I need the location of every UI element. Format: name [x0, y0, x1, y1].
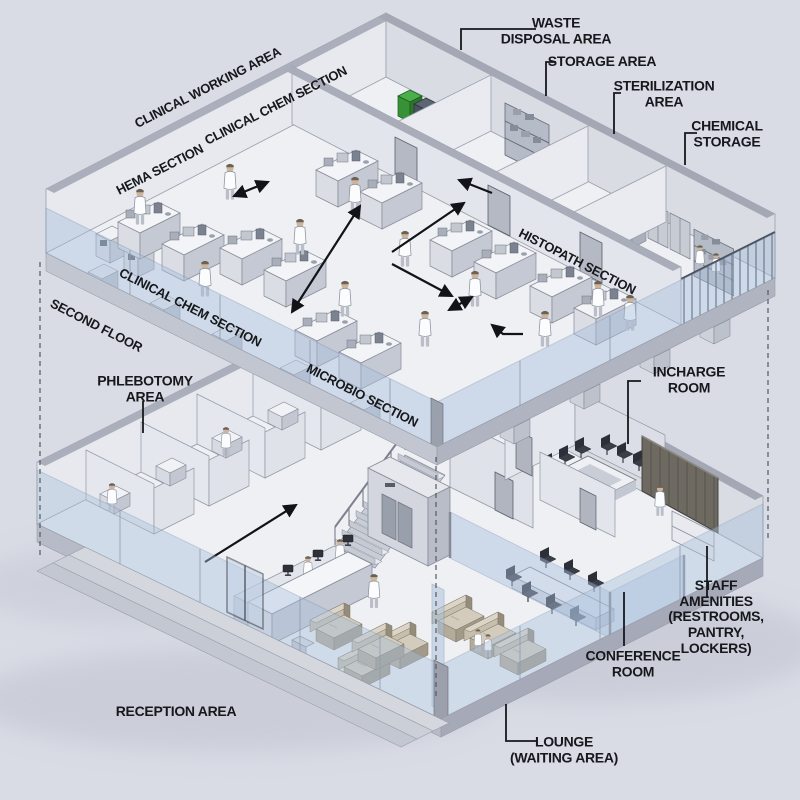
- leader-sterilization: [613, 92, 621, 134]
- leader-incharge: [627, 380, 641, 444]
- leader-chemical-storage: [684, 132, 697, 165]
- projection-lines: [39, 262, 769, 700]
- leader-lines: [142, 28, 708, 742]
- label-storage-area: STORAGE AREA: [547, 53, 657, 70]
- label-lounge: LOUNGE (WAITING AREA): [509, 733, 619, 765]
- conference-room: [448, 511, 686, 639]
- label-chemical-storage: CHEMICAL STORAGE: [691, 117, 763, 149]
- label-waste-disposal-area: WASTE DISPOSAL AREA: [500, 14, 612, 46]
- corridor-door: [487, 184, 511, 237]
- second-floor: [45, 12, 776, 466]
- label-incharge-room: INCHARGE ROOM: [652, 363, 726, 395]
- second-floor-slab-edge: [45, 252, 776, 466]
- restroom-door: [579, 487, 597, 531]
- label-conference-room: CONFERENCE ROOM: [585, 647, 681, 679]
- entrance-steps: [36, 546, 450, 748]
- staff-amenities: [539, 435, 719, 562]
- pantry-shelf: [671, 510, 715, 562]
- corridor-door: [579, 231, 603, 284]
- leader-waste-disposal: [460, 28, 536, 50]
- leader-storage: [545, 61, 556, 96]
- conference-glass-walls: [448, 511, 686, 639]
- label-sterilization-area: STERILIZATION AREA: [613, 77, 715, 109]
- corridor-wall: [284, 65, 682, 326]
- security-fence: [680, 231, 776, 324]
- label-reception-area: RECEPTION AREA: [115, 703, 237, 720]
- label-phlebotomy-area: PHLEBOTOMY AREA: [97, 372, 193, 404]
- label-staff-amenities: STAFF AMENITIES (RESTROOMS, PANTRY, LOCK…: [668, 576, 764, 656]
- second-floor-front-glass: [45, 207, 776, 454]
- flow-arrow-ground: [204, 503, 298, 563]
- elevator: [367, 456, 451, 567]
- leader-lounge: [505, 704, 536, 742]
- workflow-arrows: [232, 177, 523, 339]
